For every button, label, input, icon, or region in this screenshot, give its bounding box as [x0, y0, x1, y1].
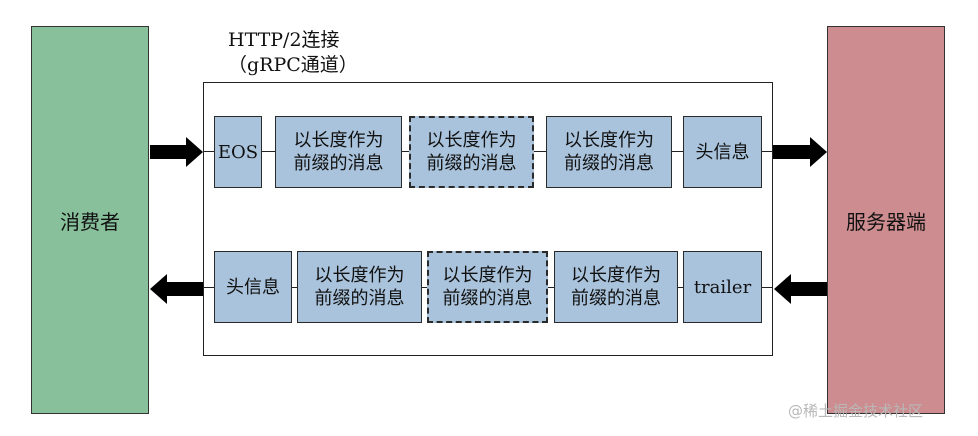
top-headers-box: 头信息: [683, 116, 762, 188]
bottom-trailer-box: trailer: [683, 251, 762, 323]
top-message-box-2-dashed: 以长度作为 前缀的消息: [409, 116, 534, 188]
bottom-message-box-2-dashed: 以长度作为 前缀的消息: [427, 251, 548, 323]
channel-title-line2: （gRPC通道）: [228, 54, 358, 76]
consumer-label: 消费者: [60, 209, 120, 234]
server-block: 服务器端: [827, 26, 945, 414]
top-message-box-3: 以长度作为 前缀的消息: [546, 116, 672, 188]
channel-title-line1: HTTP/2连接: [228, 29, 340, 51]
bottom-headers-box: 头信息: [214, 251, 292, 323]
arrow-channel-to-consumer: [150, 274, 203, 304]
top-message-box-1: 以长度作为 前缀的消息: [275, 116, 402, 188]
bottom-message-box-1: 以长度作为 前缀的消息: [297, 251, 422, 323]
arrow-consumer-to-channel: [150, 137, 203, 167]
server-label: 服务器端: [846, 209, 926, 234]
arrow-channel-to-server: [773, 137, 827, 167]
consumer-block: 消费者: [31, 26, 149, 414]
channel-title: HTTP/2连接 （gRPC通道）: [228, 28, 358, 78]
top-eos-box: EOS: [214, 116, 262, 188]
bottom-message-box-3: 以长度作为 前缀的消息: [554, 251, 678, 323]
arrow-server-to-channel: [774, 274, 827, 304]
watermark-text: @稀土掘金技术社区: [788, 402, 924, 420]
